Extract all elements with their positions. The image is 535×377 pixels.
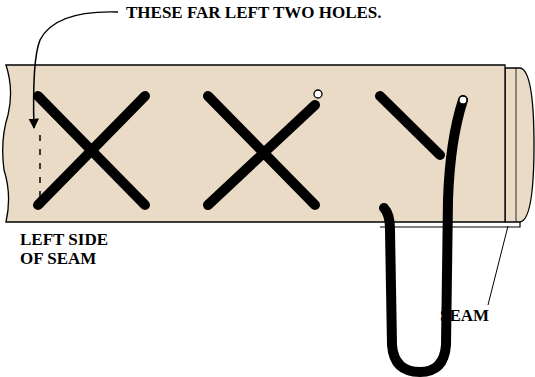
leader-line [34, 12, 118, 128]
part-label: LEFT SIDE OF SEAM [20, 230, 120, 268]
seam-edge [516, 68, 517, 222]
cross-stitch [208, 96, 315, 205]
needle-hole [459, 96, 467, 104]
part-label: SEAM [440, 306, 520, 325]
right-leather-piece [505, 68, 534, 222]
half-stitch [380, 96, 440, 155]
thread-loop [384, 100, 463, 372]
callout-note: THESE FAR LEFT TWO HOLES. [126, 3, 446, 22]
cross-stitch [38, 96, 145, 205]
left-leather-piece [3, 65, 505, 222]
far-left-holes [39, 135, 41, 205]
cross-stitch [208, 105, 315, 205]
leader-line [488, 226, 508, 305]
cross-stitch [38, 96, 145, 205]
needle-hole [314, 90, 322, 98]
